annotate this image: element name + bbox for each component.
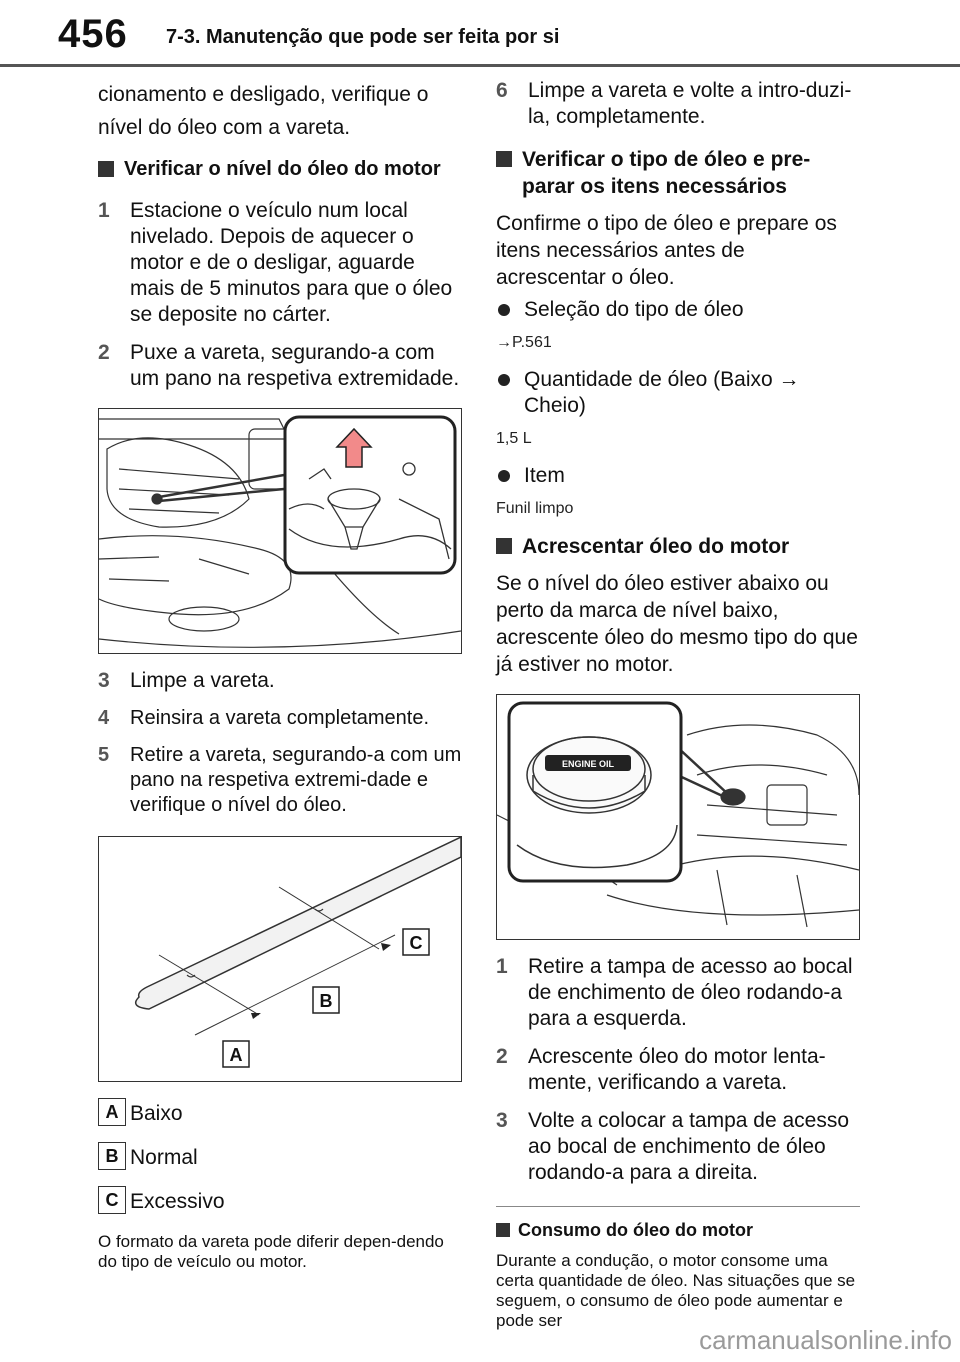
add-step-1: 1 Retire a tampa de acesso ao bocal de e… (496, 954, 860, 1032)
square-bullet-icon (496, 1223, 510, 1237)
legend-row-b: B Normal (98, 1142, 462, 1186)
legend-key: A (98, 1098, 126, 1126)
bullet-item: Item (496, 463, 860, 489)
bullet-text: Item (524, 464, 565, 487)
page-number: 456 (58, 12, 128, 56)
callout-b: B (320, 991, 333, 1011)
heading-check-oil-level: Verificar o nível do óleo do motor (98, 156, 462, 182)
square-bullet-icon (496, 151, 512, 167)
intro-paragraph: cionamento e desligado, verifique o níve… (98, 83, 429, 139)
legend-row-c: C Excessivo (98, 1186, 462, 1230)
section-title: 7-3. Manutenção que pode ser feita por s… (166, 26, 560, 48)
bullet-text: Seleção do tipo de óleo (524, 298, 744, 321)
add-oil-paragraph: Se o nível do óleo estiver abaixo ou per… (496, 572, 858, 676)
dot-bullet-icon (498, 470, 510, 482)
heading-text: Verificar o nível do óleo do motor (124, 158, 441, 180)
step-text: Limpe a vareta e volte a intro-duzi-la, … (528, 79, 852, 128)
bullet-item-value: Funil limpo (496, 500, 574, 517)
step-1: 1 Estacione o veículo num local nivelado… (98, 198, 462, 328)
cap-label: ENGINE OIL (562, 759, 615, 769)
square-bullet-icon (496, 538, 512, 554)
callout-a: A (230, 1045, 243, 1065)
consumption-paragraph: Durante a condução, o motor consome uma … (496, 1251, 856, 1330)
step-text: Retire a vareta, segurando-a com um pano… (130, 744, 462, 816)
bullet-oil-type-ref: →P.561 (496, 334, 552, 351)
step-number: 3 (496, 1109, 508, 1132)
bullet-oil-quantity-value: 1,5 L (496, 430, 532, 447)
square-bullet-icon (98, 161, 114, 177)
callout-c: C (410, 933, 423, 953)
heading-add-oil: Acrescentar óleo do motor (496, 533, 860, 560)
dipstick-illustration: C B A (134, 837, 461, 1068)
step-6: 6 Limpe a vareta e volte a intro-duzi-la… (496, 78, 860, 130)
oil-filler-cap-illustration: ENGINE OIL (497, 701, 859, 928)
heading-text: Acrescentar óleo do motor (522, 535, 790, 558)
dot-bullet-icon (498, 304, 510, 316)
step-text: Limpe a vareta. (130, 669, 275, 692)
right-column: 6 Limpe a vareta e volte a intro-duzi-la… (496, 78, 860, 1331)
heading-oil-consumption: Consumo do óleo do motor (496, 1219, 860, 1241)
legend-label: Excessivo (130, 1190, 225, 1213)
oil-cap-figure: ENGINE OIL (496, 694, 860, 940)
step-number: 6 (496, 79, 508, 102)
step-number: 1 (98, 199, 110, 222)
step-4: 4 Reinsira a vareta completamente. (98, 706, 462, 731)
step-5: 5 Retire a vareta, segurando-a com um pa… (98, 743, 462, 818)
heading-oil-type: Verificar o tipo de óleo e pre-parar os … (496, 146, 860, 200)
legend-label: Normal (130, 1146, 198, 1169)
step-text: Volte a colocar a tampa de acesso ao boc… (528, 1109, 850, 1184)
heading-text: Consumo do óleo do motor (518, 1220, 753, 1240)
legend-label: Baixo (130, 1102, 183, 1125)
step-number: 1 (496, 955, 508, 978)
dipstick-note: O formato da vareta pode diferir depen-d… (98, 1232, 444, 1271)
bullet-oil-quantity: Quantidade de óleo (Baixo → Cheio) (496, 367, 860, 419)
engine-bay-illustration (99, 415, 461, 648)
bullet-text: Quantidade de óleo (Baixo → Cheio) (524, 368, 800, 417)
left-column: cionamento e desligado, verifique o níve… (98, 78, 462, 1272)
page-header: 456 7-3. Manutenção que pode ser feita p… (0, 0, 960, 67)
step-2: 2 Puxe a vareta, segurando-a com um pano… (98, 340, 462, 392)
dipstick-level-figure: C B A (98, 836, 462, 1082)
engine-dipstick-figure (98, 408, 462, 654)
step-number: 2 (98, 341, 110, 364)
dot-bullet-icon (498, 374, 510, 386)
legend-key: B (98, 1142, 126, 1170)
step-number: 3 (98, 669, 110, 692)
add-step-3: 3 Volte a colocar a tampa de acesso ao b… (496, 1108, 860, 1186)
up-arrow-icon (335, 427, 373, 468)
step-number: 5 (98, 744, 110, 766)
step-3: 3 Limpe a vareta. (98, 668, 462, 694)
header-rule (0, 64, 960, 67)
step-text: Puxe a vareta, segurando-a com um pano n… (130, 341, 460, 390)
section-divider (496, 1206, 860, 1207)
legend-key: C (98, 1186, 126, 1214)
legend-row-a: A Baixo (98, 1098, 462, 1142)
bullet-oil-type: Seleção do tipo de óleo (496, 297, 860, 323)
step-number: 4 (98, 707, 110, 729)
watermark: carmanualsonline.info (699, 1325, 952, 1355)
add-step-2: 2 Acrescente óleo do motor lenta-mente, … (496, 1044, 860, 1096)
oil-type-paragraph: Confirme o tipo de óleo e prepare os ite… (496, 212, 837, 289)
step-number: 2 (496, 1045, 508, 1068)
step-text: Estacione o veículo num local nivelado. … (130, 199, 453, 326)
step-text: Reinsira a vareta completamente. (130, 707, 430, 729)
heading-text: Verificar o tipo de óleo e pre-parar os … (522, 148, 811, 198)
step-text: Acrescente óleo do motor lenta-mente, ve… (528, 1045, 826, 1094)
step-text: Retire a tampa de acesso ao bocal de enc… (528, 955, 853, 1030)
